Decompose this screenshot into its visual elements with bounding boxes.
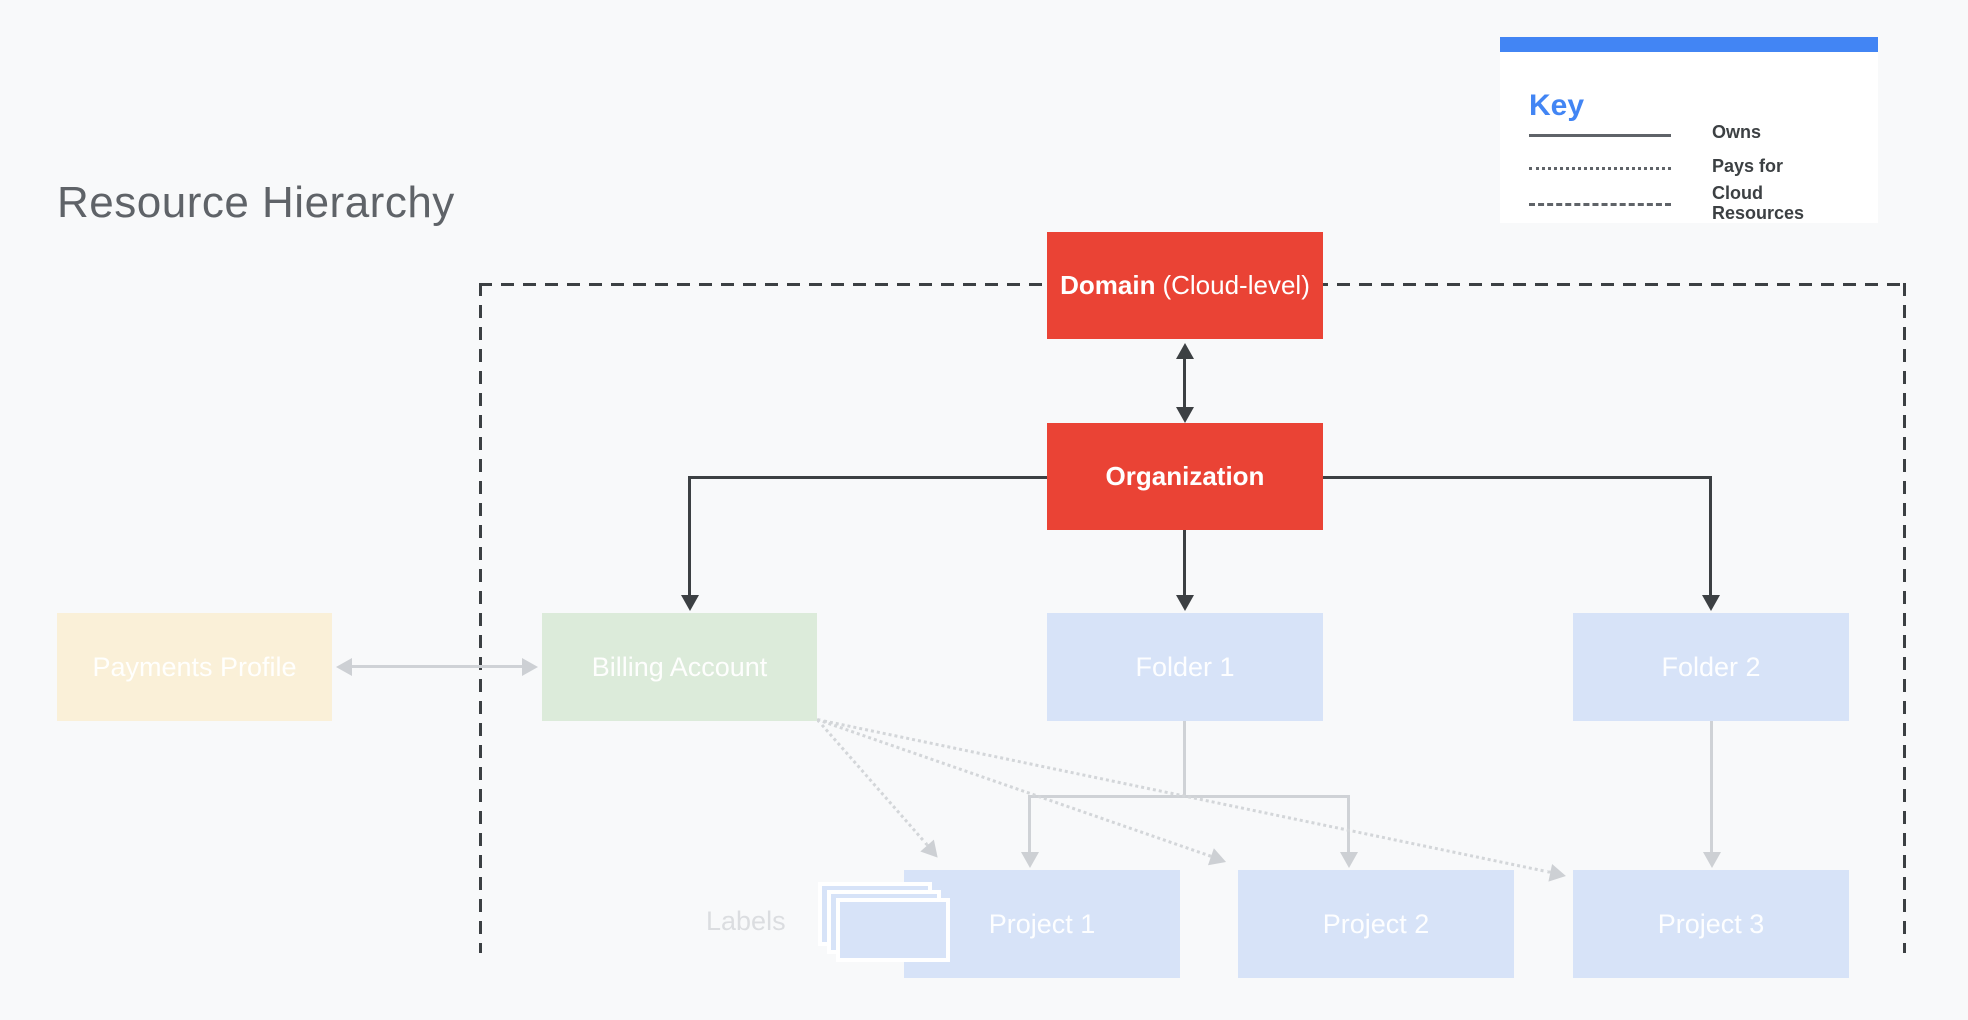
arrow-right-icon — [1548, 863, 1568, 885]
connector-folder1-stem — [1183, 721, 1186, 795]
connector-org-billing-h — [688, 476, 1047, 479]
arrow-down-icon — [1021, 852, 1039, 868]
node-domain: Domain (Cloud-level) — [1047, 232, 1323, 339]
key-title: Key — [1529, 89, 1585, 122]
arrow-up-icon — [1176, 343, 1194, 359]
node-billing-account: Billing Account — [542, 613, 817, 721]
cloud-boundary-left — [479, 283, 482, 953]
node-folder-2: Folder 2 — [1573, 613, 1849, 721]
connector-domain-organization — [1183, 350, 1186, 412]
domain-label-rest: (Cloud-level) — [1162, 270, 1310, 300]
arrow-down-icon — [1176, 407, 1194, 423]
key-label-pays-for: Pays for — [1712, 156, 1784, 176]
page-title: Resource Hierarchy — [57, 178, 455, 227]
node-folder-1: Folder 1 — [1047, 613, 1323, 721]
node-payments-profile: Payments Profile — [57, 613, 332, 721]
key-label-owns: Owns — [1712, 122, 1762, 142]
connector-org-folder2-v — [1709, 476, 1712, 597]
arrow-left-icon — [336, 658, 352, 676]
dotted-line-sample-icon — [1529, 167, 1671, 170]
connector-folder1-project2 — [1347, 795, 1350, 853]
key-panel: Key Owns Pays for Cloud Resources — [1500, 37, 1878, 223]
arrow-down-icon — [1703, 852, 1721, 868]
key-accent-bar — [1500, 37, 1878, 52]
node-project-2: Project 2 — [1238, 870, 1514, 978]
cloud-boundary-right — [1903, 283, 1906, 953]
connector-org-folder1 — [1183, 530, 1186, 598]
connector-org-billing-v — [688, 476, 691, 597]
arrow-down-icon — [1176, 595, 1194, 611]
node-project-1: Project 1 — [904, 870, 1180, 978]
arrow-down-icon — [681, 595, 699, 611]
connector-folder1-project1 — [1028, 795, 1031, 853]
node-project-3: Project 3 — [1573, 870, 1849, 978]
dashed-line-sample-icon — [1529, 203, 1671, 206]
labels-caption: Labels — [706, 906, 786, 936]
domain-label-bold: Domain — [1060, 270, 1156, 300]
arrow-down-icon — [1702, 595, 1720, 611]
labels-stack-icon — [836, 898, 950, 962]
arrow-right-icon — [522, 658, 538, 676]
arrow-right-icon — [1207, 848, 1229, 871]
solid-line-sample-icon — [1529, 134, 1671, 137]
node-organization: Organization — [1047, 423, 1323, 530]
connector-org-folder2-h — [1323, 476, 1711, 479]
connector-folder1-branch-h — [1028, 795, 1350, 798]
connector-folder2-project3 — [1710, 721, 1713, 853]
arrow-down-icon — [1340, 852, 1358, 868]
connector-payments-billing — [350, 665, 528, 668]
key-label-cloud-resources: Cloud Resources — [1712, 183, 1805, 223]
